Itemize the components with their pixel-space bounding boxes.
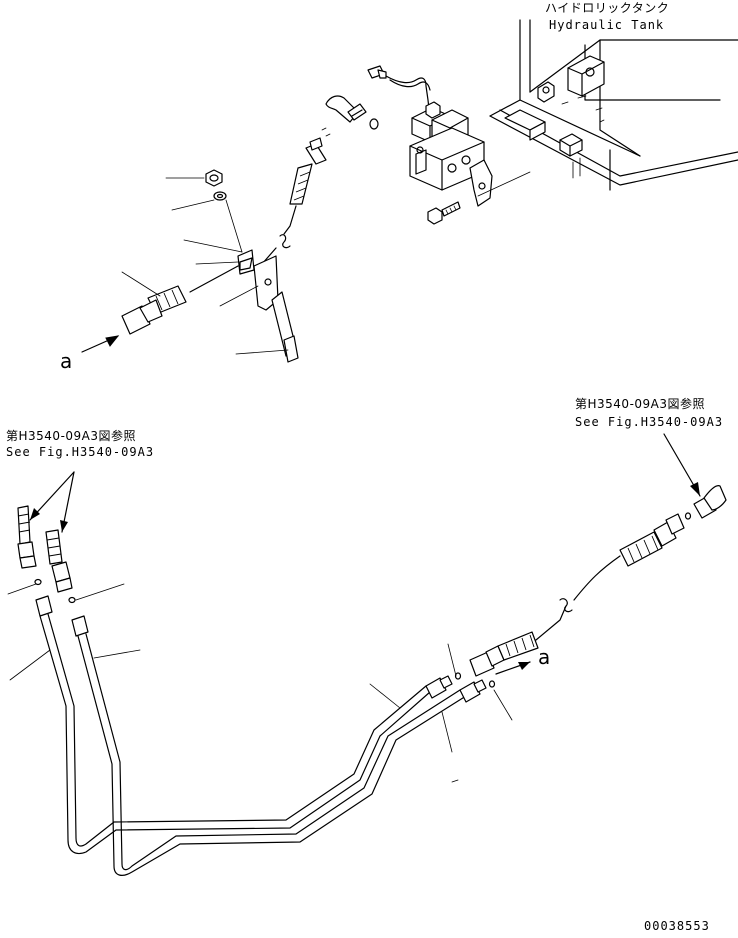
tank-label-en: Hydraulic Tank — [549, 18, 664, 32]
ref-right-label-jp: 第H3540-09A3図参照 — [575, 396, 705, 411]
upper-leader-lines — [121, 177, 289, 355]
connection-label-top: a — [60, 349, 72, 373]
steel-pipes — [35, 595, 496, 876]
hydraulic-tank — [489, 19, 738, 191]
ref-right-label-en: See Fig.H3540-09A3 — [575, 415, 723, 429]
upper-hose-assembly — [261, 95, 367, 265]
clamp-bracket-assembly — [189, 169, 299, 363]
ref-left-label-jp: 第H3540-09A3図参照 — [6, 428, 136, 443]
tank-label-jp: ハイドロリックタンク — [545, 1, 669, 15]
left-ref-fittings — [7, 471, 125, 604]
drawing-number: 00038553 — [644, 919, 710, 933]
upper-left-hose — [81, 285, 187, 353]
lower-leader-lines — [9, 643, 513, 783]
ref-left-label-en: See Fig.H3540-09A3 — [6, 445, 154, 459]
solenoid-valve — [367, 65, 531, 225]
connection-label-bottom: a — [538, 645, 550, 669]
lower-right-hose — [469, 433, 727, 677]
